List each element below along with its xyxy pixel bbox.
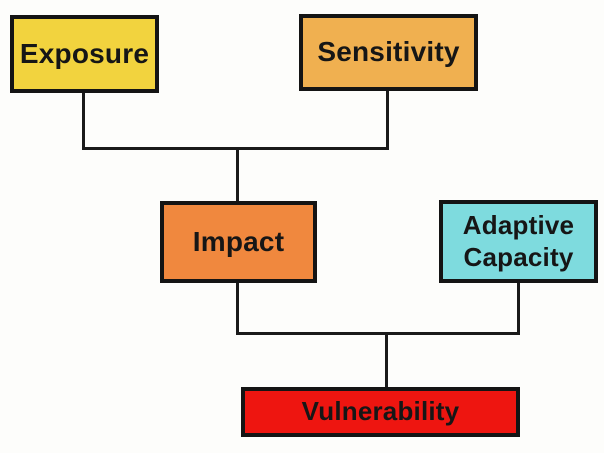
connector-to-impact xyxy=(236,147,239,201)
node-impact: Impact xyxy=(160,201,317,283)
node-exposure: Exposure xyxy=(10,15,159,93)
node-sensitivity-label: Sensitivity xyxy=(317,36,460,68)
node-sensitivity: Sensitivity xyxy=(299,14,478,91)
connector-adaptive-down xyxy=(517,283,520,335)
node-vulnerability: Vulnerability xyxy=(241,387,520,437)
connector-lower-horizontal xyxy=(236,332,520,335)
node-vulnerability-label: Vulnerability xyxy=(301,396,460,427)
connector-to-vulnerability xyxy=(385,332,388,387)
node-exposure-label: Exposure xyxy=(19,37,150,69)
node-impact-label: Impact xyxy=(192,225,285,257)
node-adaptive-capacity: Adaptive Capacity xyxy=(439,200,598,283)
connector-impact-down xyxy=(236,283,239,335)
connector-upper-horizontal xyxy=(82,147,389,150)
connector-exposure-down xyxy=(82,93,85,150)
connector-sensitivity-down xyxy=(386,91,389,150)
node-adaptive-capacity-label: Adaptive Capacity xyxy=(462,209,575,272)
